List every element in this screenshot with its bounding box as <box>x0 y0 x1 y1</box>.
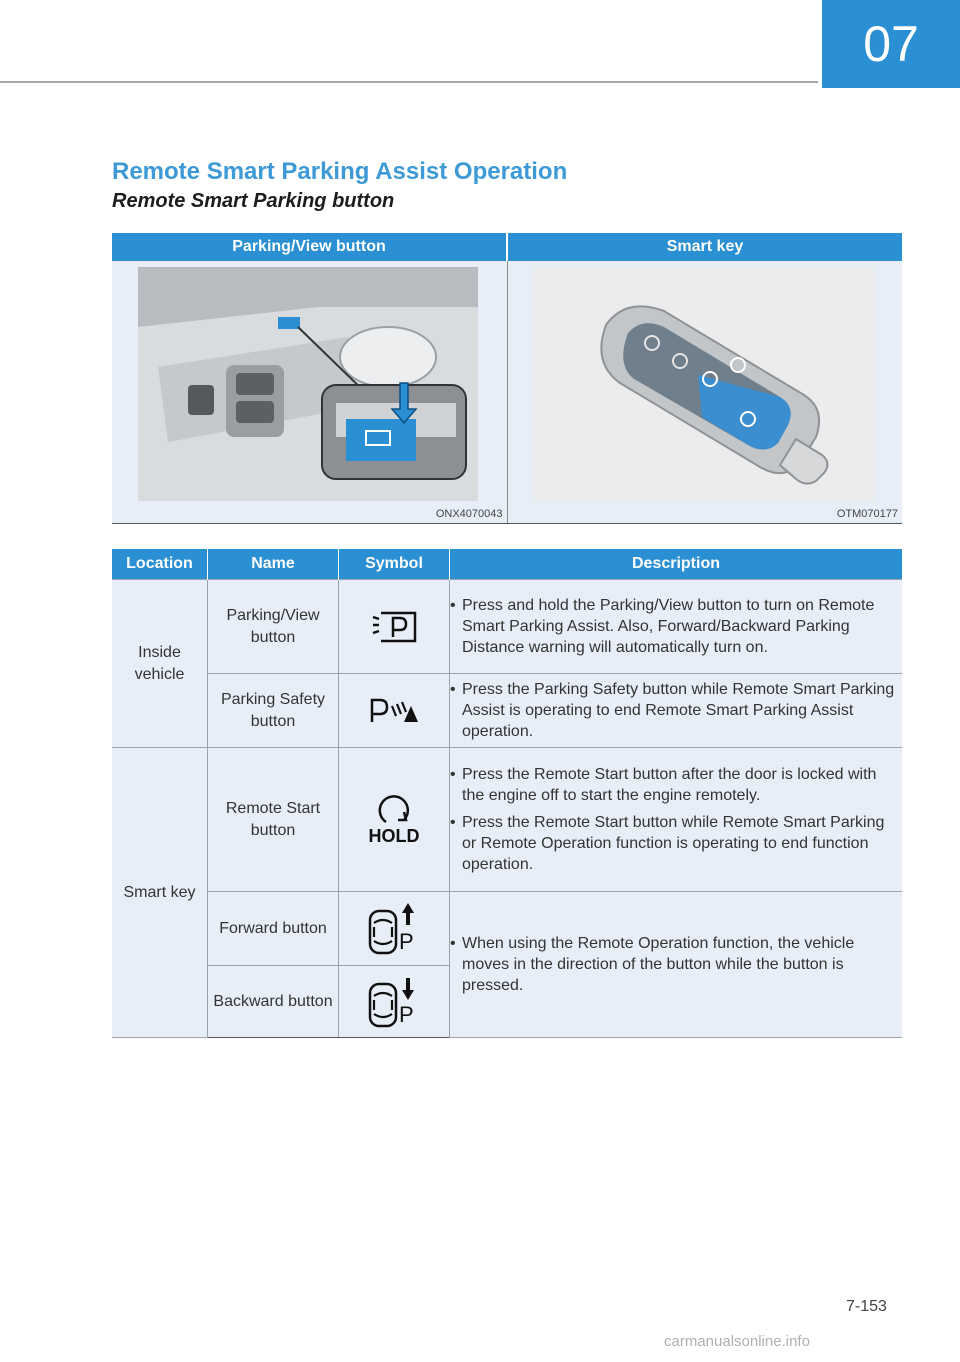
description-cell: Press the Parking Safety button while Re… <box>449 673 902 748</box>
symbol-cell <box>338 579 450 674</box>
symbol-column-header: Symbol <box>338 549 450 580</box>
description-item: Press and hold the Parking/View button t… <box>450 595 902 658</box>
smart-key-column-header: Smart key <box>666 238 744 255</box>
symbol-cell: P <box>338 965 450 1038</box>
console-image-code: ONX4070043 <box>435 508 503 520</box>
image-table-header: Parking/View button Smart key <box>112 233 902 261</box>
description-item: Press the Parking Safety button while Re… <box>450 679 902 742</box>
section-title: Remote Smart Parking Assist Operation <box>112 158 568 185</box>
name-column-header: Name <box>207 549 339 580</box>
description-cell: Press the Remote Start button after the … <box>449 747 902 892</box>
console-image-cell: ONX4070043 <box>112 261 508 523</box>
hold-label: HOLD <box>368 825 420 846</box>
table-row: Forward button P When using the Remote O… <box>112 891 902 1038</box>
row-name: Parking Safety button <box>207 673 339 748</box>
smart-key-image-code: OTM070177 <box>836 508 898 520</box>
description-item: Press the Remote Start button after the … <box>450 764 902 806</box>
backward-p-label: P <box>399 1001 414 1027</box>
forward-parking-icon <box>368 902 414 954</box>
description-cell: When using the Remote Operation function… <box>449 891 902 1038</box>
smart-key-illustration <box>533 267 874 501</box>
center-console-illustration <box>138 267 478 501</box>
location-smart-key: Smart key <box>112 747 208 1038</box>
row-name: Backward button <box>207 965 339 1038</box>
smart-key-image-cell: OTM070177 <box>508 261 903 523</box>
table-row: Smart key Remote Start button HOLD Press… <box>112 747 902 1038</box>
description-item: When using the Remote Operation function… <box>450 933 902 996</box>
remote-start-hold-icon <box>378 794 410 823</box>
row-name: Parking/View button <box>207 579 339 674</box>
watermark: carmanualsonline.info <box>664 1333 810 1350</box>
location-inside-vehicle: Inside vehicle <box>112 579 208 748</box>
backward-parking-icon <box>368 977 414 1027</box>
section-subtitle: Remote Smart Parking button <box>112 190 395 212</box>
row-name: Remote Start button <box>207 747 339 892</box>
button-spec-table: Location Name Symbol Description Inside … <box>112 549 902 1038</box>
header-rule <box>0 81 818 83</box>
location-column-header: Location <box>112 549 208 580</box>
spec-table-header-row: Location Name Symbol Description <box>112 549 902 580</box>
chapter-number: 07 <box>863 16 919 72</box>
description-cell: Press and hold the Parking/View button t… <box>449 579 902 674</box>
symbol-cell <box>338 673 450 748</box>
page-number: 7-153 <box>846 1298 887 1315</box>
parking-view-column-header: Parking/View button <box>112 233 508 261</box>
description-column-header: Description <box>449 549 902 580</box>
table-row: Inside vehicle Parking/View button Press… <box>112 579 902 748</box>
table-row: Parking Safety button Press the Parking … <box>112 673 902 748</box>
table-row: Backward button P <box>112 965 902 1038</box>
parking-safety-icon <box>370 698 418 722</box>
symbol-cell: HOLD <box>338 747 450 892</box>
image-table: Parking/View button Smart key <box>112 233 902 524</box>
forward-p-label: P <box>399 928 414 954</box>
parking-view-icon <box>372 611 417 642</box>
chapter-tab: 07 <box>822 0 960 88</box>
row-name: Forward button <box>207 891 339 966</box>
image-table-body: ONX4070043 OTM070177 <box>112 261 902 523</box>
symbol-cell: P <box>338 891 450 966</box>
description-item: Press the Remote Start button while Remo… <box>450 812 902 875</box>
